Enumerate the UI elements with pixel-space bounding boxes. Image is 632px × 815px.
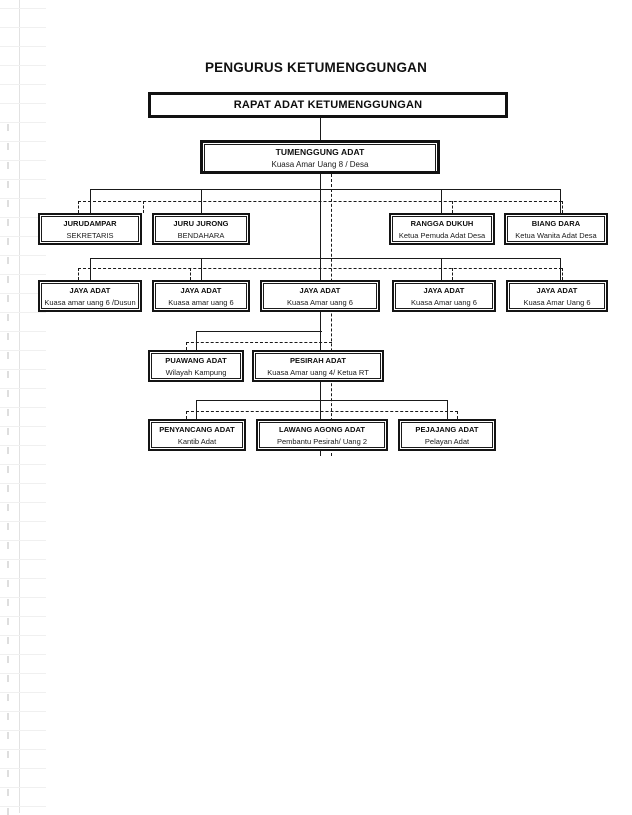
node-puawang-adat[interactable]: PUAWANG ADAT Wilayah Kampung: [148, 350, 244, 382]
drop-dashed-ranggadukuh: [452, 201, 453, 213]
node-subtitle: Kuasa Amar uang 6: [263, 296, 377, 309]
node-subtitle: Kuasa Amar uang 4/ Ketua RT: [255, 366, 381, 379]
node-title: BIANG DARA: [507, 216, 605, 229]
node-pesirah-adat[interactable]: PESIRAH ADAT Kuasa Amar uang 4/ Ketua RT: [252, 350, 384, 382]
drop-solid-puawang: [196, 331, 197, 350]
node-subtitle: Kuasa amar uang 6 /Dusun: [41, 296, 139, 309]
page-title: PENGURUS KETUMENGGUNGAN: [204, 60, 428, 75]
drop-solid-ranggadukuh: [441, 189, 442, 213]
node-penyancang-adat[interactable]: PENYANCANG ADAT Kantib Adat: [148, 419, 246, 451]
drop-solid-jurudampar: [90, 189, 91, 213]
connector-rapat-to-tumenggung: [320, 118, 321, 140]
bus-solid-level6: [196, 400, 448, 401]
node-subtitle: SEKRETARIS: [41, 229, 139, 242]
drop-solid-jaya-5: [560, 258, 561, 280]
node-subtitle: Ketua Pemuda Adat Desa: [392, 229, 492, 242]
drop-dashed-jurudampar: [78, 201, 79, 213]
node-title: RANGGA DUKUH: [392, 216, 492, 229]
bus-dashed-level3: [78, 201, 562, 202]
drop-dashed-penyancang: [186, 411, 187, 419]
node-title: PEJAJANG ADAT: [401, 422, 493, 435]
drop-dashed-pejajang: [457, 411, 458, 419]
bus-solid-level5: [196, 331, 322, 332]
node-subtitle: Kantib Adat: [151, 435, 243, 448]
node-jaya-adat-1[interactable]: JAYA ADAT Kuasa amar uang 6 /Dusun: [38, 280, 142, 312]
node-subtitle: Kuasa Amar Uang 8 / Desa: [204, 158, 436, 171]
node-title: PUAWANG ADAT: [151, 353, 241, 366]
node-pejajang-adat[interactable]: PEJAJANG ADAT Pelayan Adat: [398, 419, 496, 451]
node-title: LAWANG AGONG ADAT: [259, 422, 385, 435]
drop-solid-penyancang: [196, 400, 197, 419]
node-subtitle: Kuasa Amar Uang 6: [509, 296, 605, 309]
drop-solid-biangdara: [560, 189, 561, 213]
drop-solid-jaya-4: [441, 258, 442, 280]
node-subtitle: Ketua Wanita Adat Desa: [507, 229, 605, 242]
spine-dashed-main: [331, 174, 332, 456]
drop-dashed-puawang: [186, 342, 187, 350]
node-biang-dara[interactable]: BIANG DARA Ketua Wanita Adat Desa: [504, 213, 608, 245]
node-title: JAYA ADAT: [395, 283, 493, 296]
node-title: JAYA ADAT: [155, 283, 247, 296]
drop-dashed-jaya-2: [190, 268, 191, 280]
node-subtitle: Pelayan Adat: [401, 435, 493, 448]
node-jaya-adat-2[interactable]: JAYA ADAT Kuasa amar uang 6: [152, 280, 250, 312]
node-juru-jurong[interactable]: JURU JURONG BENDAHARA: [152, 213, 250, 245]
drop-dashed-jaya-4: [452, 268, 453, 280]
node-jaya-adat-5[interactable]: JAYA ADAT Kuasa Amar Uang 6: [506, 280, 608, 312]
node-title: PENYANCANG ADAT: [151, 422, 243, 435]
node-rangga-dukuh[interactable]: RANGGA DUKUH Ketua Pemuda Adat Desa: [389, 213, 495, 245]
node-title: JURUDAMPAR: [41, 216, 139, 229]
spine-solid-main: [320, 174, 321, 456]
node-title: JAYA ADAT: [509, 283, 605, 296]
drop-solid-jaya-1: [90, 258, 91, 280]
node-title: JAYA ADAT: [41, 283, 139, 296]
drop-dashed-jaya-1: [78, 268, 79, 280]
bus-solid-level3: [90, 189, 560, 190]
node-rapat-adat-ketumenggungan[interactable]: RAPAT ADAT KETUMENGGUNGAN: [148, 92, 508, 118]
node-jaya-adat-3[interactable]: JAYA ADAT Kuasa Amar uang 6: [260, 280, 380, 312]
node-tumenggung-adat[interactable]: TUMENGGUNG ADAT Kuasa Amar Uang 8 / Desa: [200, 140, 440, 174]
bus-solid-level4: [90, 258, 560, 259]
node-subtitle: Wilayah Kampung: [151, 366, 241, 379]
node-title: TUMENGGUNG ADAT: [204, 144, 436, 158]
node-subtitle: Kuasa amar uang 6: [155, 296, 247, 309]
node-subtitle: BENDAHARA: [155, 229, 247, 242]
node-subtitle: Kuasa Amar uang 6: [395, 296, 493, 309]
node-lawang-agong-adat[interactable]: LAWANG AGONG ADAT Pembantu Pesirah/ Uang…: [256, 419, 388, 451]
node-title: JAYA ADAT: [263, 283, 377, 296]
drop-solid-pejajang: [447, 400, 448, 419]
node-title: JURU JURONG: [155, 216, 247, 229]
node-title: RAPAT ADAT KETUMENGGUNGAN: [233, 99, 423, 111]
drop-solid-jaya-2: [201, 258, 202, 280]
node-jaya-adat-4[interactable]: JAYA ADAT Kuasa Amar uang 6: [392, 280, 496, 312]
bus-dashed-level6: [186, 411, 458, 412]
drop-dashed-jaya-5: [562, 268, 563, 280]
bus-dashed-level4: [78, 268, 562, 269]
drop-dashed-jurujurong: [143, 201, 144, 213]
node-subtitle: Pembantu Pesirah/ Uang 2: [259, 435, 385, 448]
node-title: PESIRAH ADAT: [255, 353, 381, 366]
drop-dashed-biangdara: [562, 201, 563, 213]
bus-dashed-level5: [186, 342, 332, 343]
node-jurudampar[interactable]: JURUDAMPAR SEKRETARIS: [38, 213, 142, 245]
drop-solid-jurujurong: [201, 189, 202, 213]
